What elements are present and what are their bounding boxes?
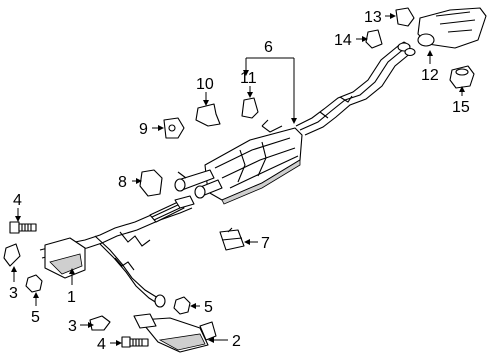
callout-11: 11 bbox=[240, 70, 257, 87]
muffler bbox=[174, 127, 303, 205]
hanger-10 bbox=[195, 103, 221, 127]
insulator-15 bbox=[449, 65, 475, 89]
insulator-11 bbox=[241, 97, 259, 119]
front-pipe-assembly bbox=[39, 195, 195, 308]
insulator-14 bbox=[365, 29, 383, 49]
hanger-13 bbox=[395, 7, 415, 27]
gasket-left bbox=[3, 243, 21, 267]
callout-4-upper: 4 bbox=[13, 192, 22, 209]
callout-9: 9 bbox=[139, 121, 148, 138]
callout-7: 7 bbox=[261, 235, 270, 252]
support-bracket bbox=[139, 169, 163, 197]
callout-3-left: 3 bbox=[9, 285, 18, 302]
callout-3-bottom: 3 bbox=[68, 318, 77, 335]
callout-5-left: 5 bbox=[31, 309, 40, 326]
callout-12: 12 bbox=[421, 67, 439, 84]
rear-pipe-assembly bbox=[295, 41, 416, 136]
tailpipe-muffler bbox=[417, 7, 487, 49]
nut-left bbox=[25, 274, 43, 293]
bolt-lower bbox=[121, 336, 149, 348]
callout-labels: 1 2 3 3 4 4 5 5 6 7 8 9 10 11 12 13 14 1… bbox=[9, 9, 470, 353]
pipe-hanger-bracket bbox=[261, 119, 283, 133]
nut-right bbox=[173, 296, 191, 315]
callout-4-lower: 4 bbox=[97, 336, 106, 353]
callout-8: 8 bbox=[118, 174, 127, 191]
callout-2: 2 bbox=[232, 333, 241, 350]
catalytic-converter bbox=[133, 313, 217, 353]
callout-1: 1 bbox=[67, 289, 76, 306]
leader-lines bbox=[11, 13, 465, 346]
insulator-9 bbox=[163, 117, 185, 139]
callout-6: 6 bbox=[264, 39, 273, 56]
clamp bbox=[219, 227, 245, 251]
gasket-bottom bbox=[89, 315, 111, 331]
callout-5-right: 5 bbox=[204, 299, 213, 316]
callout-10: 10 bbox=[196, 76, 214, 93]
bolt-upper bbox=[9, 221, 37, 234]
callout-14: 14 bbox=[334, 32, 352, 49]
callout-15: 15 bbox=[452, 99, 470, 116]
callout-13: 13 bbox=[364, 9, 382, 26]
